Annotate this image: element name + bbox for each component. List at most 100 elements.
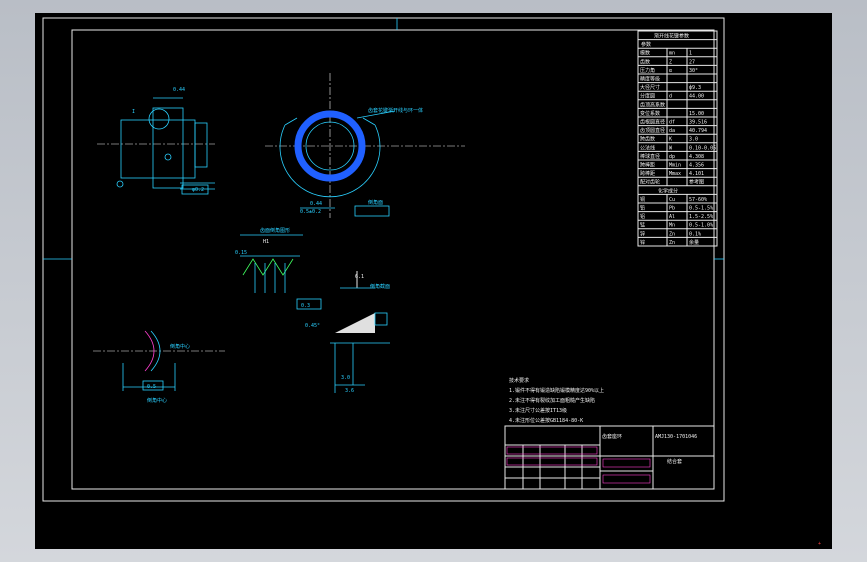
param-value: 4.356 [689, 163, 704, 169]
param-symbol: df [669, 120, 675, 126]
param-symbol: Mmax [669, 171, 681, 177]
part-name: 齿套座环 [602, 433, 622, 440]
chem-value: 57-60% [689, 197, 707, 203]
param-value: 4.308 [689, 154, 704, 160]
tech-note-4: 4.未注形位公差按GB1184-80-K [509, 417, 583, 424]
sheet-inner-border [71, 29, 715, 490]
param-name: 变位系数 [640, 110, 660, 117]
param-value: 40.794 [689, 128, 707, 134]
param-name: 精度等级 [640, 76, 660, 83]
label-chamfer-lower: 倒角中心 [147, 397, 167, 404]
material-part: 结合套 [667, 458, 682, 465]
param-symbol: d [669, 94, 672, 100]
param-value: 3.0 [689, 137, 698, 143]
chem-name: 锰 [640, 222, 645, 229]
param-value: 39.516 [689, 120, 707, 126]
param-symbol: mn [669, 51, 675, 57]
corner-mark: + [818, 541, 821, 547]
chamfer-center-view: 倒角中心 0.5 倒角中心 [93, 330, 225, 404]
param-symbol: Mmin [669, 163, 681, 169]
label-sub: 倒角截面 [370, 283, 390, 290]
params-title: 渐开线花键参数 [654, 33, 689, 40]
chem-value: 1.5-2.5% [689, 214, 713, 220]
dim-tolerance: φ0.2 [192, 187, 204, 193]
param-name: 公法线 [640, 144, 655, 151]
tech-note-2: 2.未注不得有裂纹加工面粗糙产生缺陷 [509, 397, 595, 404]
param-name: 棒球直径 [640, 153, 660, 160]
title-block: 齿套座环 AMJ130-1701046 结合套 [504, 425, 715, 490]
spline-gear-view: 齿套花键渐开线与环一体 0.44 0.5±0.2 倒角面 [265, 73, 465, 218]
tech-note-1: 1.锻件不得有锻造缺陷锻模精度达90%以上 [509, 387, 604, 394]
param-symbol: dp [669, 154, 675, 160]
drawing-number: AMJ130-1701046 [655, 434, 697, 440]
chem-name: 铅 [640, 205, 645, 212]
tooth-profile-title: 齿面倒角图形 [260, 227, 290, 234]
dim-30: 3.0 [341, 375, 350, 381]
chem-name: 铜 [640, 196, 645, 203]
chem-value: 0.1% [689, 231, 701, 237]
param-symbol: α [669, 68, 672, 74]
sheet-outer-border [42, 17, 725, 502]
dim-36: 3.6 [345, 388, 354, 394]
label-chamfer-center: 倒角中心 [170, 343, 190, 350]
dim-03: 0.3 [301, 303, 310, 309]
param-name: 配对齿轮 [640, 179, 660, 186]
chem-name: 锌 [640, 239, 645, 246]
param-symbol: da [669, 128, 675, 134]
chem-symbol: Pb [669, 206, 675, 212]
param-value: 参考图 [689, 179, 704, 186]
chem-name: 铝 [640, 213, 645, 220]
param-value: 44.00 [689, 94, 704, 100]
param-value: 0.10-0.05 [689, 145, 716, 151]
dim-spline-1: 0.44 [310, 201, 322, 207]
param-name: 齿根圆直径 [640, 119, 665, 126]
dim-045: 0.45° [305, 323, 320, 329]
chem-symbol: Zn [669, 240, 675, 246]
drawing-viewport[interactable]: I 0.44 φ0.2 齿套花键渐开线与环一体 0.44 0.5±0.2 [35, 13, 832, 549]
param-name: 跨棒距 [640, 170, 655, 177]
param-name: 齿顶圆直径 [640, 127, 665, 134]
dim-spline-2: 0.5±0.2 [300, 209, 321, 215]
tooth-profile-view: 齿面倒角图形 H1 0.15 [235, 227, 303, 293]
dim-61: 6.1 [355, 274, 364, 280]
param-value: 30° [689, 68, 698, 74]
param-symbol: Z [669, 59, 672, 65]
param-name: 模数 [640, 50, 650, 57]
chem-name: 锌 [640, 230, 645, 237]
drawing-canvas: I 0.44 φ0.2 齿套花键渐开线与环一体 0.44 0.5±0.2 [42, 17, 821, 547]
param-value: 4.101 [689, 171, 704, 177]
spline-note: 齿套花键渐开线与环一体 [368, 107, 423, 114]
part-section-view: I 0.44 φ0.2 [97, 87, 215, 195]
dim-05: 0.5 [147, 384, 156, 390]
params-header: 参数 [641, 41, 651, 48]
label-circle-i: I [132, 109, 135, 115]
dim-015: 0.15 [235, 250, 247, 256]
param-name: 压力角 [640, 67, 655, 74]
param-symbol: W [669, 145, 673, 151]
tech-notes-title: 技术要求 [509, 377, 529, 384]
tech-notes: 技术要求 1.锻件不得有锻造缺陷锻模精度达90%以上 2.未注不得有裂纹加工面粗… [509, 377, 604, 424]
label-surface: 倒角面 [368, 199, 383, 206]
param-name: 齿数 [640, 58, 650, 65]
param-value: 27 [689, 59, 695, 65]
dim-top: 0.44 [173, 87, 185, 93]
chem-symbol: Al [669, 214, 675, 220]
param-name: 分度圆 [640, 93, 655, 100]
param-name: 大径尺寸 [640, 84, 660, 91]
chem-symbol: Mn [669, 223, 675, 229]
param-value: 15.00 [689, 111, 704, 117]
tech-note-3: 3.未注尺寸公差按IT13级 [509, 407, 567, 414]
param-value: ф9.3 [689, 85, 701, 91]
chamfer-section-view: 6.1 倒角截面 0.3 0.45° 3.0 3.6 [296, 271, 390, 394]
chem-symbol: Cu [669, 197, 675, 203]
param-name: 齿顶高系数 [640, 101, 665, 108]
chem-symbol: Zn [669, 231, 675, 237]
param-name: 跨齿数 [640, 136, 655, 143]
chem-value: 余量 [689, 239, 699, 246]
param-symbol: K [669, 137, 672, 143]
chem-value: 0.5-1.5% [689, 206, 713, 212]
chem-title: 化学成分 [658, 187, 678, 194]
param-value: 1 [689, 51, 692, 57]
